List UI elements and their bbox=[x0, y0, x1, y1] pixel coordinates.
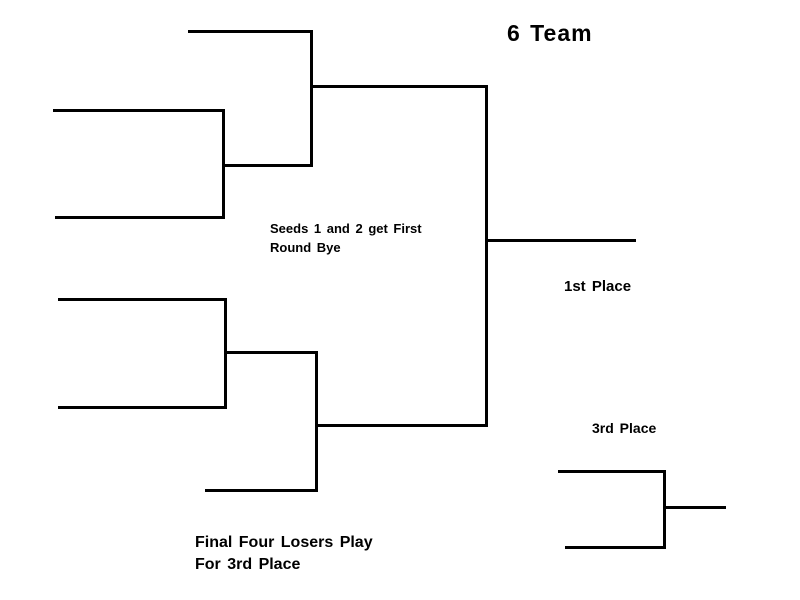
line-third-place-bottom bbox=[565, 546, 666, 549]
line-match1-bottom bbox=[55, 216, 225, 219]
line-final-vertical bbox=[485, 85, 488, 427]
bye-note: Seeds 1 and 2 get First Round Bye bbox=[270, 219, 422, 257]
line-match2-top bbox=[58, 298, 227, 301]
line-match1-top bbox=[53, 109, 225, 112]
losers-note-line1: Final Four Losers Play bbox=[195, 534, 373, 551]
line-third-place-top bbox=[558, 470, 666, 473]
line-third-place-winner bbox=[666, 506, 726, 509]
page-title: 6 Team bbox=[507, 20, 593, 46]
line-match2-bottom bbox=[58, 406, 227, 409]
losers-note-line2: For 3rd Place bbox=[195, 556, 301, 573]
line-seed2-bye bbox=[205, 489, 318, 492]
line-match1-winner bbox=[225, 164, 313, 167]
line-semifinal1-winner bbox=[313, 85, 488, 88]
third-place-label: 3rd Place bbox=[592, 420, 657, 436]
line-champion bbox=[488, 239, 636, 242]
losers-note: Final Four Losers Play For 3rd Place bbox=[195, 532, 373, 576]
line-semifinal1-vertical bbox=[310, 30, 313, 167]
line-match2-vertical bbox=[224, 298, 227, 409]
line-semifinal2-vertical bbox=[315, 351, 318, 492]
line-match2-winner bbox=[227, 351, 318, 354]
first-place-label: 1st Place bbox=[564, 278, 632, 295]
line-seed1-bye bbox=[188, 30, 313, 33]
line-semifinal2-winner bbox=[318, 424, 488, 427]
bye-note-line1: Seeds 1 and 2 get First bbox=[270, 221, 422, 236]
line-third-place-vertical bbox=[663, 470, 666, 549]
line-match1-vertical bbox=[222, 109, 225, 219]
bye-note-line2: Round Bye bbox=[270, 240, 341, 255]
